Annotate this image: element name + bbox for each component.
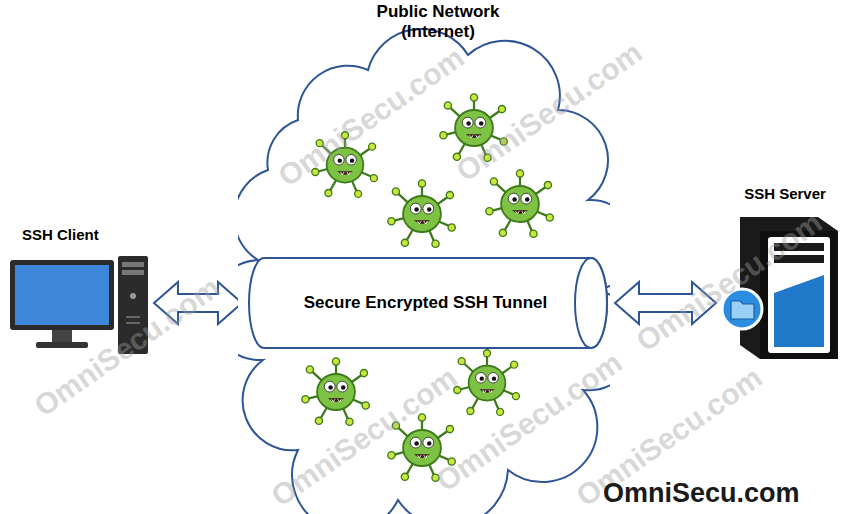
node-label: SSH Client bbox=[22, 226, 142, 244]
node-label: SSH Server bbox=[720, 185, 850, 203]
node-label: Secure Encrypted SSH Tunnel bbox=[258, 293, 593, 313]
ssh-tunnel: Secure Encrypted SSH Tunnel bbox=[246, 255, 611, 351]
brand-logo: OmniSecu.com bbox=[603, 478, 800, 509]
node-label: Public Network (Internet) bbox=[348, 2, 528, 43]
